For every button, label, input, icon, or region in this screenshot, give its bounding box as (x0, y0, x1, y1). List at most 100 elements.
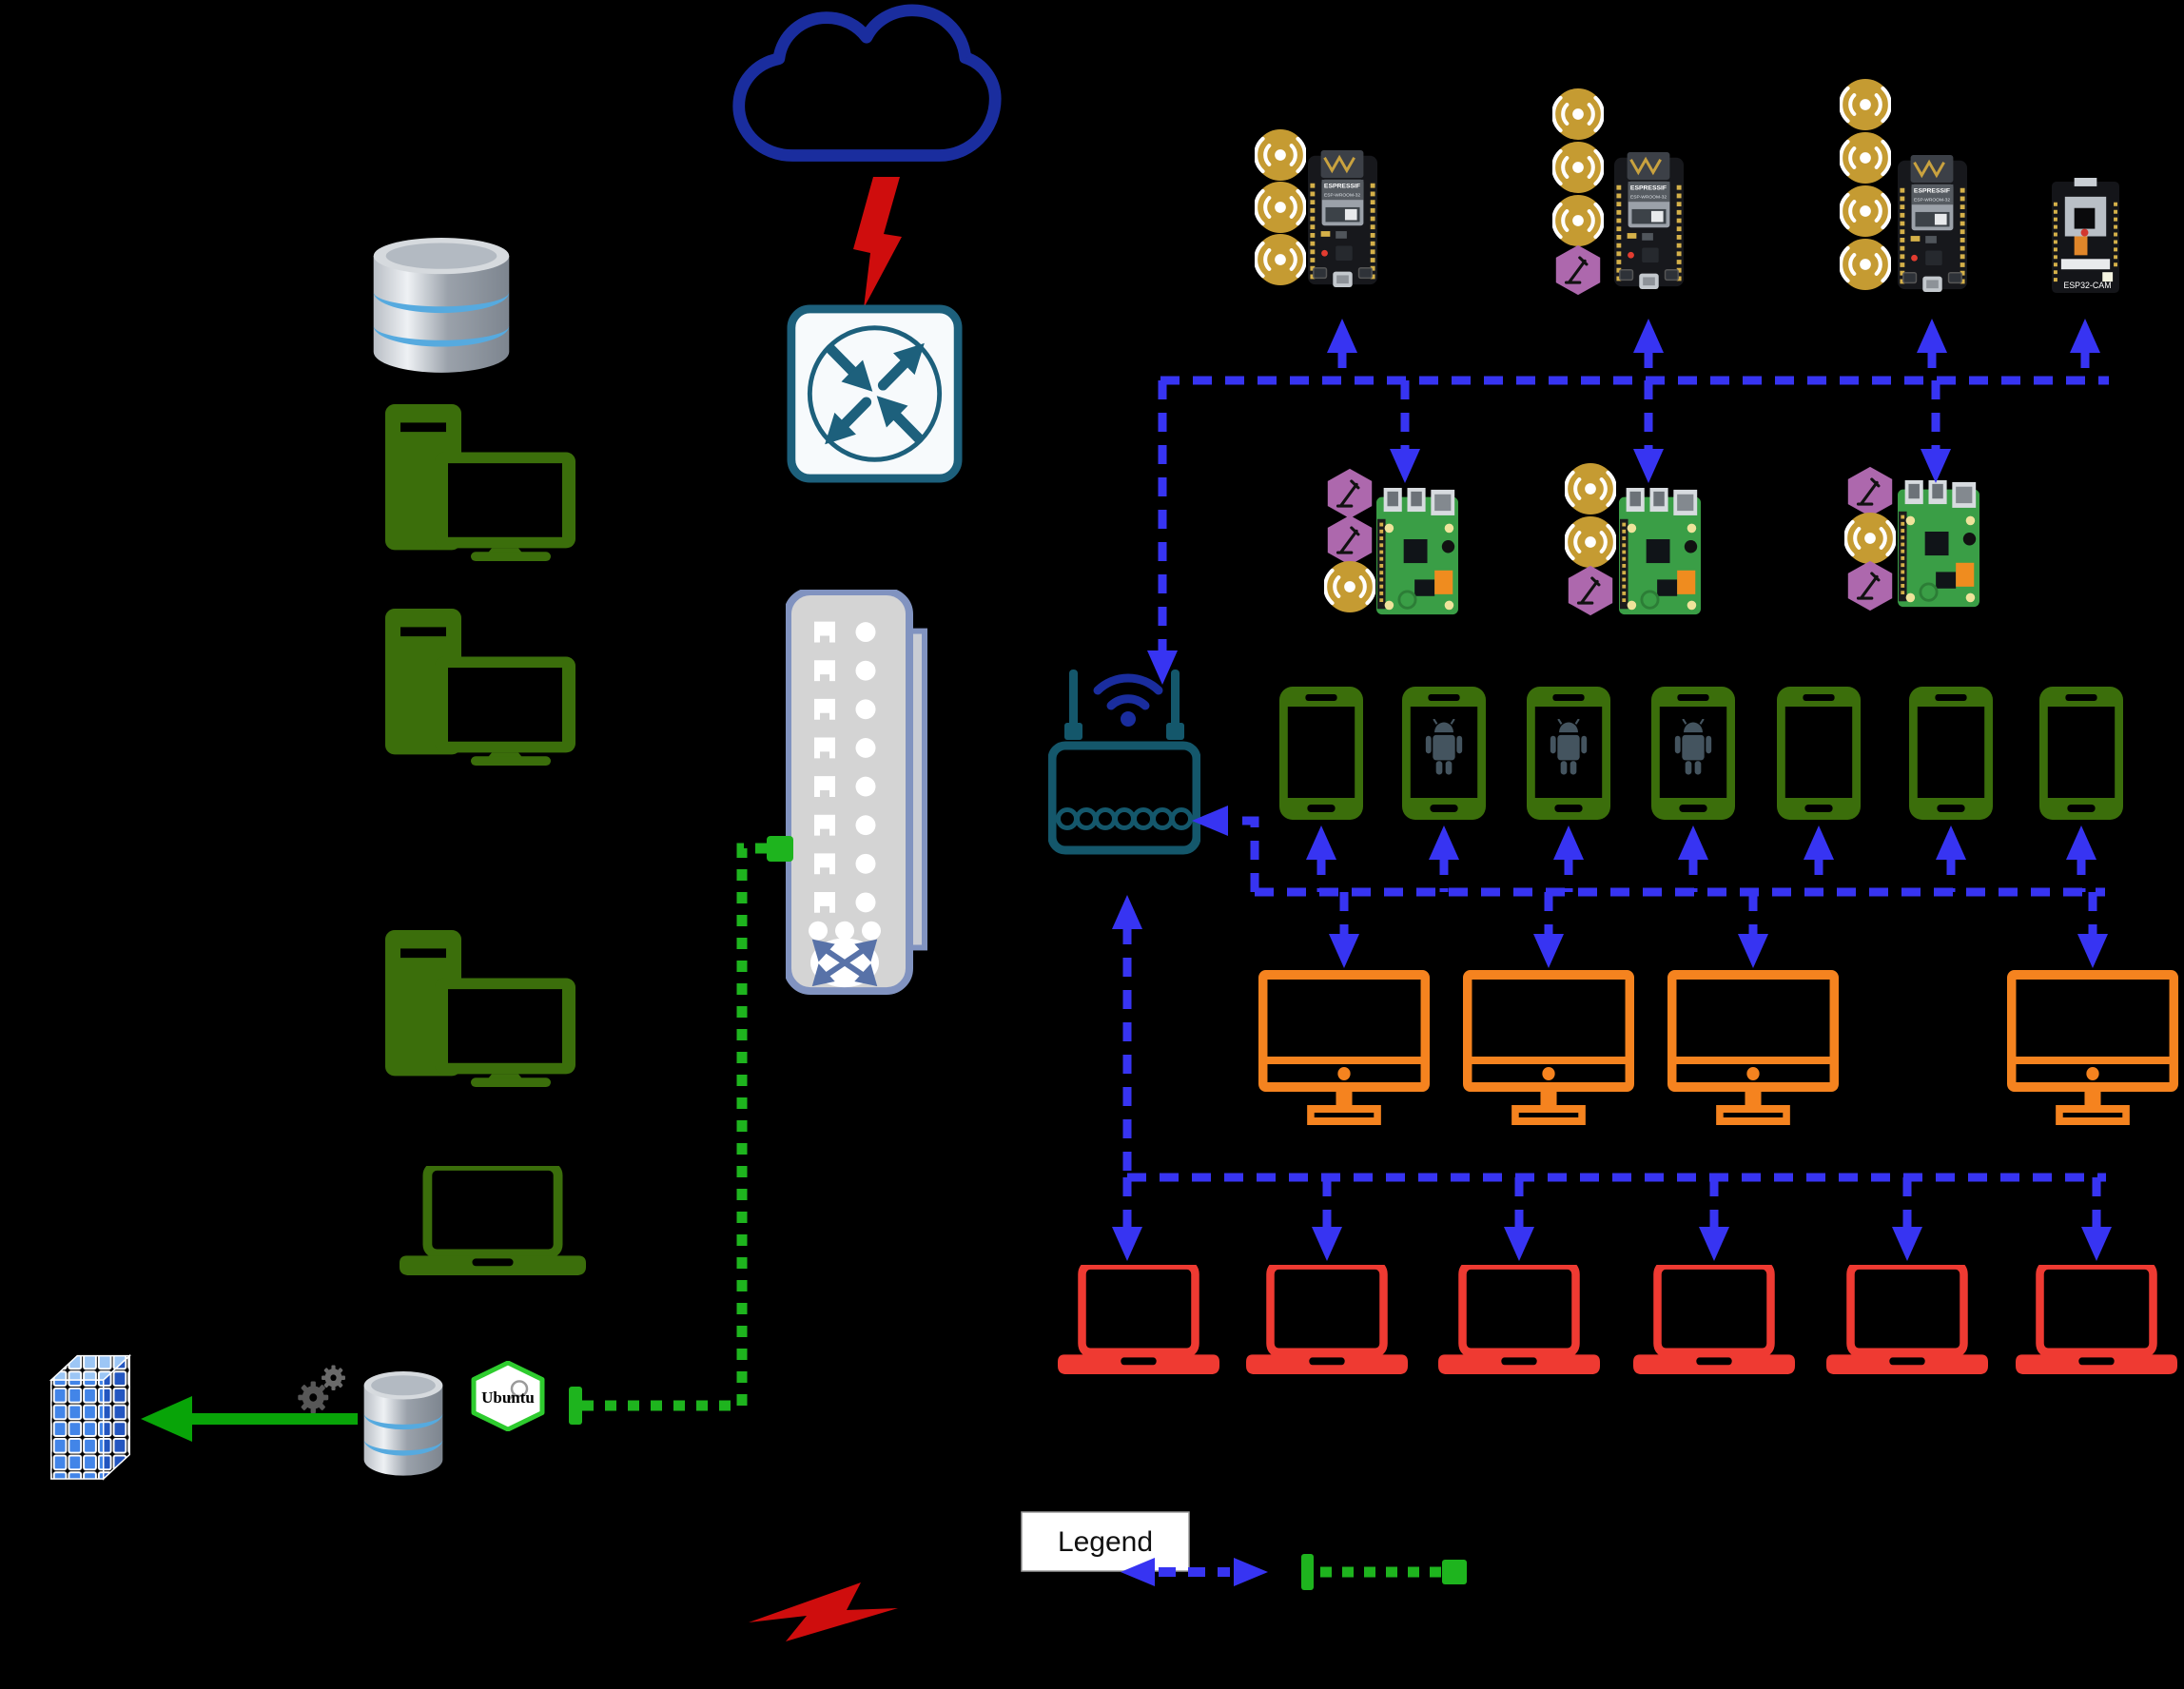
legend-lightning-icon (749, 1582, 898, 1641)
wifi-signal-icon (1840, 132, 1891, 184)
arrow-up-icon (1678, 825, 1708, 860)
esp32-cam-board-icon (2052, 178, 2119, 295)
wifi-signal-icon (1840, 239, 1891, 290)
arrow-down-icon (1147, 650, 1178, 685)
phones-row (1279, 687, 2123, 892)
raspberry-pi-board-icon (1898, 480, 1979, 609)
legend: Legend (749, 1511, 1467, 1641)
laptops-row (1058, 1177, 2177, 1374)
laptop-icon (1633, 1265, 1795, 1374)
esp32-board-icon (1614, 152, 1684, 289)
arrow-down-icon (1699, 1227, 1729, 1261)
laptop-icon (2016, 1265, 2177, 1374)
wireless-router-icon (1052, 670, 1197, 850)
iot-devices (1255, 79, 2119, 616)
server-stack (385, 404, 575, 1087)
raspberry-pi-group-1 (1324, 380, 1458, 616)
wifi-signal-icon (1255, 234, 1306, 285)
wifi-signal-icon (1565, 463, 1616, 514)
wifi-signal-icon (1552, 88, 1604, 140)
wifi-signal-icon (1565, 516, 1616, 568)
ethernet-plug-switch (767, 836, 793, 862)
arrow-down-icon (2077, 934, 2108, 968)
esp32-group-2 (1552, 88, 1684, 380)
laptop-icon (1058, 1265, 1219, 1374)
phone-icon (2039, 687, 2123, 820)
legend-wifi-dashed-icon (1121, 1558, 1268, 1586)
raspberry-pi-group-2 (1565, 380, 1701, 616)
laptop-icon (1246, 1265, 1408, 1374)
arrow-down-icon (1738, 934, 1768, 968)
arrow-up-icon (1917, 319, 1947, 353)
esp32-group-1 (1255, 129, 1377, 380)
legend-ethernet-dotted-icon (1301, 1554, 1467, 1590)
ethernet-plug-db (569, 1387, 582, 1425)
student-laptop-2 (1246, 1177, 1408, 1374)
esp32-board-icon (1308, 150, 1377, 287)
arrow-down-icon (1312, 1227, 1342, 1261)
phone-icon (1777, 687, 1861, 820)
database-icon-top (373, 238, 510, 373)
wifi-signal-icon (1324, 561, 1375, 612)
laptop-icon (1438, 1265, 1600, 1374)
student-laptop-4 (1633, 1177, 1795, 1374)
data-cube-icon (50, 1354, 130, 1480)
wifi-signal-icon (1552, 142, 1604, 193)
arrow-down-icon (1921, 449, 1951, 483)
cellular-lightning-link (853, 177, 902, 308)
esp32-group-3 (1840, 79, 1967, 380)
arrow-down-icon (2081, 1227, 2112, 1261)
router-icon (791, 309, 958, 478)
arrow-up-icon (1429, 825, 1459, 860)
legend-box (1021, 1511, 1190, 1572)
ethernet-dotted-link (569, 836, 793, 1425)
arrow-up-icon (2066, 825, 2096, 860)
arrow-down-icon (1504, 1227, 1534, 1261)
raspberry-pi-board-icon (1376, 488, 1458, 616)
wifi-signal-icon (1552, 195, 1604, 246)
phone-5 (1777, 687, 1861, 892)
legend-title: Legend (1058, 1526, 1153, 1558)
monitor-4 (2012, 892, 2174, 1121)
arrow-down-icon (1633, 449, 1664, 483)
student-laptop-1 (1058, 1177, 1219, 1374)
arrow-down-icon (1329, 934, 1359, 968)
wifi-signal-icon (1840, 185, 1891, 237)
wifi-signal-icon (1844, 513, 1896, 564)
student-laptop-3 (1438, 1177, 1600, 1374)
esp32-board-icon (1898, 155, 1967, 292)
arrow-up-icon (1327, 319, 1357, 353)
laptop-icon (1826, 1265, 1988, 1374)
monitor-3 (1672, 892, 1835, 1121)
monitor-1 (1263, 892, 1426, 1121)
switch-icon (779, 592, 925, 991)
student-laptop-5 (1826, 1177, 1988, 1374)
student-laptop-6 (2016, 1177, 2177, 1374)
arrow-up-icon (1936, 825, 1966, 860)
monitor-2 (1468, 892, 1630, 1121)
database-icon-bottom (363, 1371, 443, 1476)
arrow-down-icon (1892, 1227, 1922, 1261)
wifi-signal-icon (1255, 129, 1306, 181)
raspberry-pi-group-3 (1844, 380, 1979, 612)
wifi-signal-icon (1255, 182, 1306, 233)
phone-7 (2039, 687, 2123, 892)
esp32-cam-group (2052, 178, 2119, 380)
arrow-up-icon (2070, 319, 2100, 353)
phone-2 (1402, 687, 1486, 892)
phone-4 (1651, 687, 1735, 892)
arrow-up-icon (1553, 825, 1584, 860)
wifi-dashed-links (1112, 376, 2109, 1182)
arrow-up-icon (1804, 825, 1834, 860)
phonebus-to-router-line (1233, 816, 1259, 892)
arrow-left-icon (1192, 806, 1228, 836)
arrow-down-icon (1533, 934, 1564, 968)
arrow-up-icon (1633, 319, 1664, 353)
arrow-down-icon (1390, 449, 1420, 483)
phone-icon (1909, 687, 1993, 820)
phone-3 (1527, 687, 1610, 892)
phone-6 (1909, 687, 1993, 892)
ubuntu-server-icon (474, 1363, 542, 1429)
